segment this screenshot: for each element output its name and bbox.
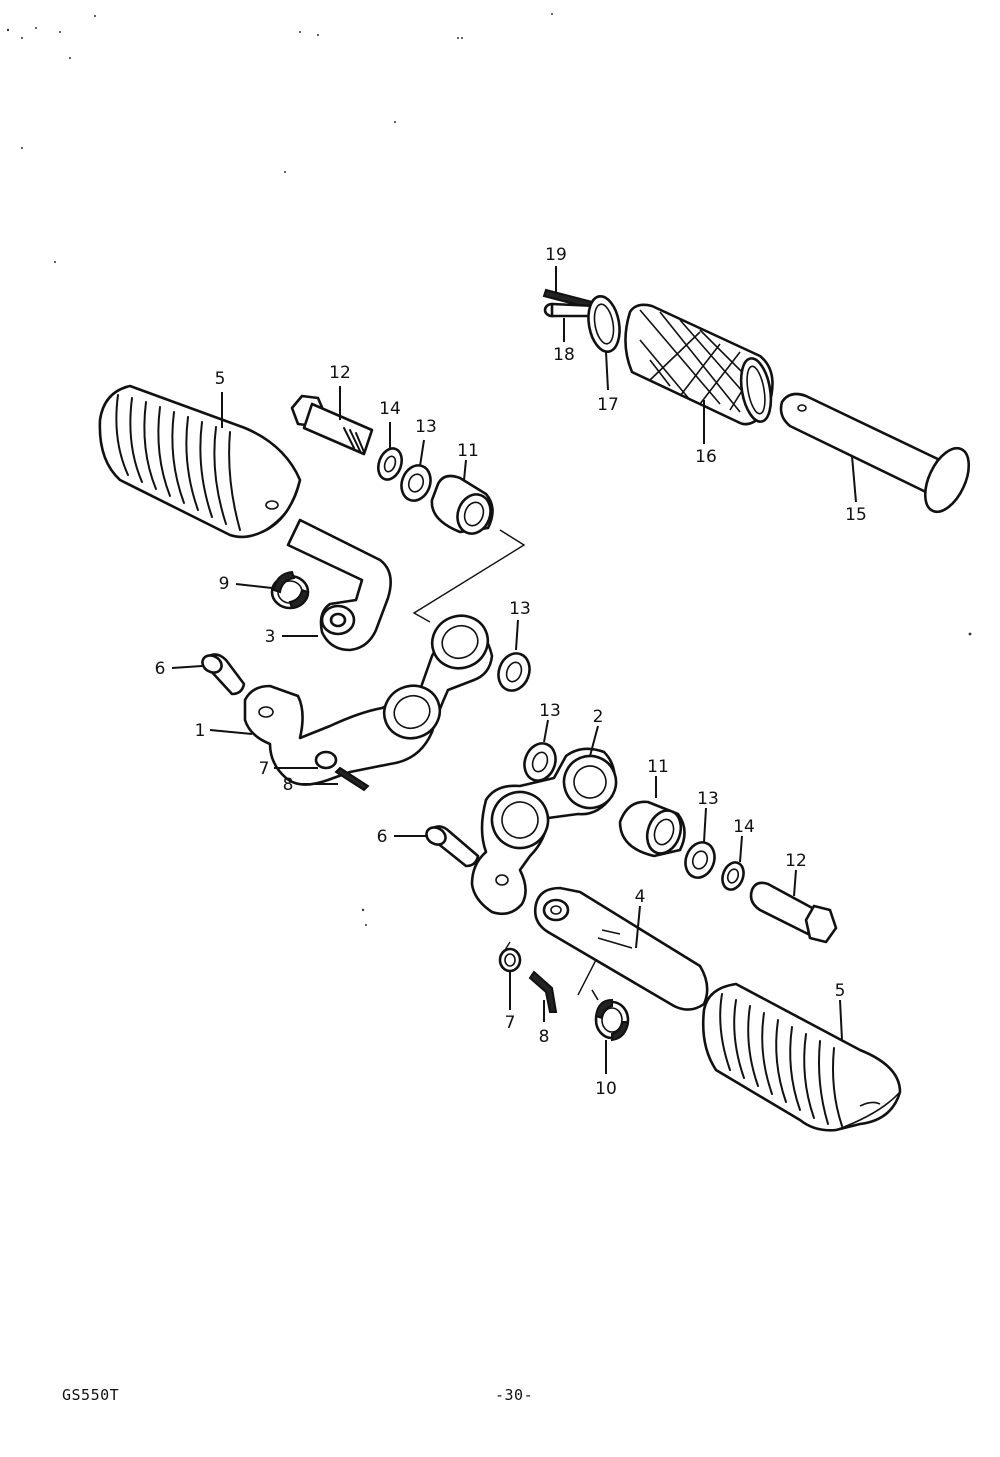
grip-rubber-16 [624,303,774,426]
callout-8-upper: 8 [283,775,294,795]
footrest-rod-15 [779,392,971,514]
callout-12-lower: 12 [785,851,807,871]
bush-upper [430,474,494,535]
footrest-bracket-upper [243,614,494,786]
callout-10: 10 [595,1079,617,1099]
callout-18: 18 [553,345,575,365]
pin-upper [201,653,246,696]
washer-13-middle [497,652,531,692]
spring-upper [270,570,310,610]
footrest-arm-upper [286,518,392,652]
callout-11-upper: 11 [457,441,479,461]
callout-8-lower: 8 [539,1027,550,1047]
callout-17: 17 [597,395,619,415]
callout-4: 4 [635,887,646,907]
pin-18 [543,302,598,318]
callout-6-upper: 6 [155,659,166,679]
callout-19: 19 [545,245,567,265]
callout-labels: 5 12 14 13 11 9 3 6 1 7 8 13 19 18 17 16… [155,245,867,1099]
footrest-bracket-lower [470,747,618,916]
callout-7-lower: 7 [505,1013,516,1033]
scan-specks [6,13,972,926]
washer-13-upper [400,464,432,502]
bolt-upper [290,394,374,456]
callout-12-upper: 12 [329,363,351,383]
callout-5-upper: 5 [215,369,226,389]
bush-lower [618,800,686,858]
callout-1: 1 [195,721,206,741]
callout-16: 16 [695,447,717,467]
spring-lower [591,989,630,1042]
callout-9: 9 [219,574,230,594]
washer-14-upper [377,447,403,481]
washer-14-lower [721,861,745,891]
callout-13-upper: 13 [415,417,437,437]
callout-14-upper: 14 [379,399,401,419]
pin-lower [425,825,480,868]
callout-14-lower: 14 [733,817,755,837]
footrest-arm-lower [533,886,709,1011]
callout-15: 15 [845,505,867,525]
footrest-rubber-upper [98,384,302,539]
callout-11-lower: 11 [647,757,669,777]
model-code: GS550T [62,1386,120,1404]
callout-3: 3 [265,627,276,647]
callout-2: 2 [593,707,604,727]
page-number: -30- [495,1386,534,1404]
washer-13-lower-right [684,841,716,879]
callout-6-lower: 6 [377,827,388,847]
bolt-lower [749,881,838,944]
washer-7-lower [498,947,522,973]
washer-17 [587,295,621,353]
leader-lines [171,266,857,1074]
callout-13-middle: 13 [509,599,531,619]
washer-13-lower-left [523,742,557,782]
callout-5-lower: 5 [835,981,846,1001]
footrest-rubber-lower [701,982,902,1132]
callout-7-upper: 7 [259,759,270,779]
cotter-pin-lower [528,970,558,1013]
cotter-pin-upper [334,766,370,792]
callout-13-lower-right: 13 [697,789,719,809]
callout-13-lower-left: 13 [539,701,561,721]
